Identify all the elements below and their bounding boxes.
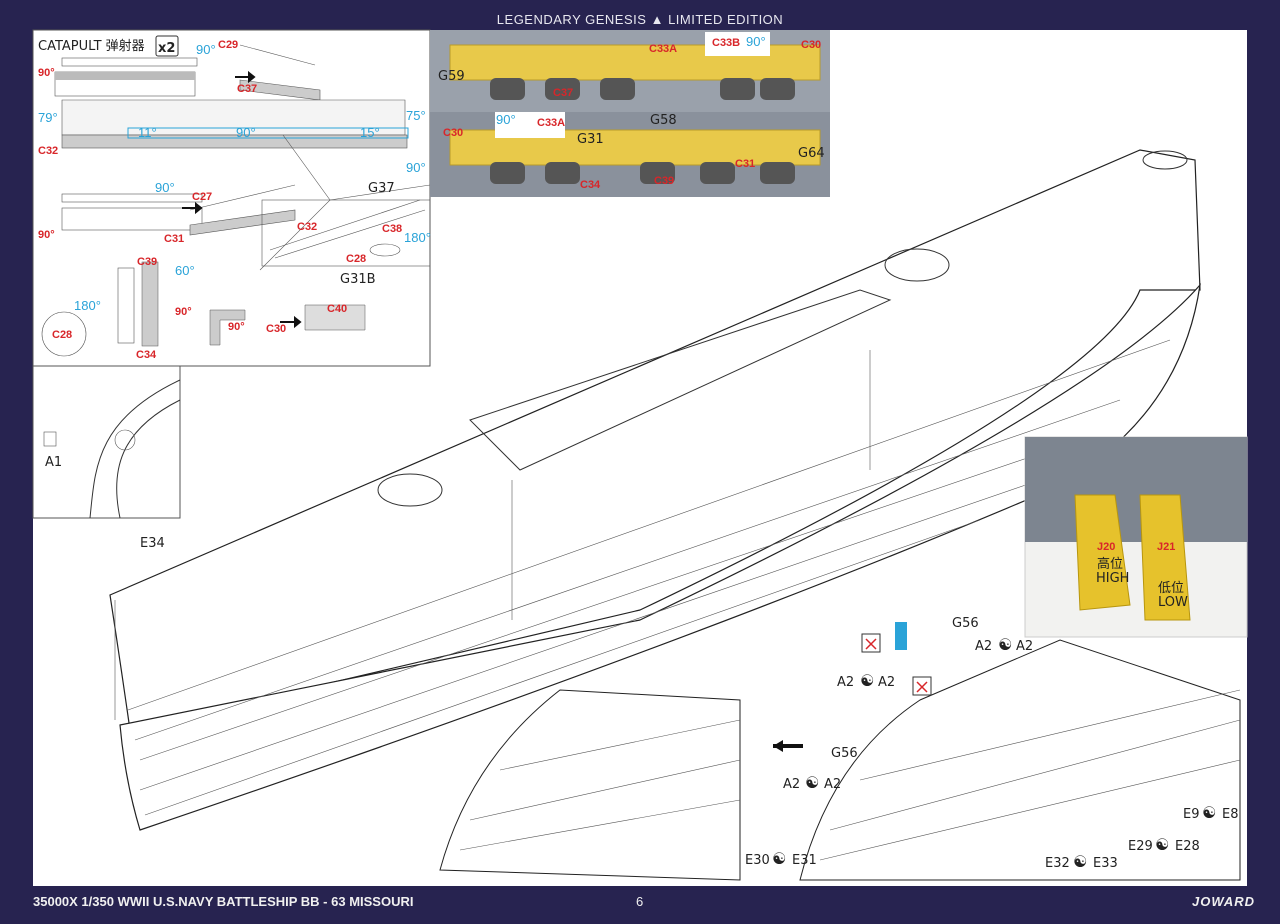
part-label: C27 (192, 191, 212, 203)
part-label: C29 (218, 39, 238, 51)
photo-label: G64 (798, 146, 825, 161)
header-edition: LIMITED EDITION (668, 12, 784, 27)
part-label: G56 (831, 746, 858, 761)
part-label: C30 (266, 323, 286, 335)
part-label: C28 (52, 329, 72, 341)
part-label: E31 (792, 853, 817, 868)
photo-angle: 90° (496, 112, 516, 127)
angle-label: 11° (138, 125, 157, 140)
yin-yang-icon: ☯ (1073, 852, 1087, 871)
catapult-photo: G59 C37 C33A C33B 90° C30 C30 90° C33A G… (430, 30, 830, 197)
part-label: A2 (1016, 639, 1033, 654)
product-name: 35000X 1/350 WWII U.S.NAVY BATTLESHIP BB… (33, 894, 414, 909)
part-label: A2 (837, 675, 854, 690)
part-label: A2 (975, 639, 992, 654)
photo-angle: 90° (746, 34, 766, 49)
photo-label: C30 (443, 127, 463, 139)
angle-label: 90° (38, 229, 55, 241)
part-label: E34 (140, 536, 165, 551)
stern-left (439, 689, 741, 881)
part-label: G31B (340, 272, 376, 287)
yin-yang-icon: ☯ (860, 671, 874, 690)
part-label: C38 (382, 223, 402, 235)
angle-label: 90° (38, 67, 55, 79)
angle-label: 90° (155, 180, 175, 195)
part-label: E28 (1175, 839, 1200, 854)
angle-label: 90° (406, 160, 426, 175)
photo-label: G31 (577, 132, 604, 147)
angle-label: 180° (74, 298, 101, 313)
part-label: J21 (1157, 541, 1175, 553)
angle-label: 90° (236, 125, 256, 140)
part-label: E30 (745, 853, 770, 868)
part-label: C32 (297, 221, 317, 233)
part-label: A2 (824, 777, 841, 792)
yin-yang-icon: ☯ (1202, 803, 1216, 822)
part-label: C39 (137, 256, 157, 268)
bow-detail-box: A1 (32, 365, 181, 519)
angle-label: 90° (228, 321, 245, 333)
triangle-icon: ▲ (650, 12, 664, 27)
part-label: A2 (783, 777, 800, 792)
photo-label: G59 (438, 69, 465, 84)
part-label: C31 (164, 233, 184, 245)
photo-label: C33A (537, 117, 565, 129)
part-label: E9 (1183, 807, 1200, 822)
catapult-box: CATAPULT 弹射器 x2 C29 C37 C32 (32, 29, 431, 367)
angle-label: 60° (175, 263, 195, 278)
angle-label: 15° (360, 125, 380, 140)
inset-label: 高位 (1097, 556, 1123, 572)
photo-label: C33B (712, 37, 740, 49)
page-header: LEGENDARY GENESIS ▲ LIMITED EDITION (0, 12, 1280, 27)
angle-label: 90° (175, 306, 192, 318)
photo-label: C31 (735, 158, 755, 170)
inset-label: HIGH (1096, 571, 1129, 586)
part-label: G37 (368, 181, 395, 196)
part-label: C28 (346, 253, 366, 265)
part-label: C32 (38, 145, 58, 157)
part-label: G56 (952, 616, 979, 631)
angle-label: 180° (404, 230, 431, 245)
part-label: J20 (1097, 541, 1115, 553)
stern-right (799, 622, 1241, 881)
photo-label: C37 (553, 87, 573, 99)
part-label: E32 (1045, 856, 1070, 871)
brand-logo: JOWARD (1192, 894, 1256, 909)
hull-drawing: E34 (109, 149, 1201, 831)
part-label: A2 (878, 675, 895, 690)
part-label: C34 (136, 349, 157, 361)
yin-yang-icon: ☯ (772, 849, 786, 868)
part-label: E8 (1222, 807, 1239, 822)
photo-label: C33A (649, 43, 677, 55)
inset-label: LOW (1158, 595, 1188, 610)
fin-photo-inset: J20 高位 HIGH J21 低位 LOW (1024, 436, 1248, 638)
angle-label: 79° (38, 110, 58, 125)
angle-label: 75° (406, 108, 426, 123)
part-label: A1 (45, 455, 62, 470)
yin-yang-icon: ☯ (998, 635, 1012, 654)
part-label: E33 (1093, 856, 1118, 871)
part-label: C37 (237, 83, 257, 95)
inset-label: 低位 (1158, 581, 1184, 596)
yin-yang-icon: ☯ (1155, 835, 1169, 854)
photo-label: C30 (801, 39, 821, 51)
photo-label: G58 (650, 113, 677, 128)
hull-labels: G56 G56 A2 A2 ☯ A2 A2 ☯ A2 A2 ☯ E9 ☯ E8 … (745, 616, 1239, 871)
part-label: C40 (327, 303, 347, 315)
photo-label: C34 (580, 179, 601, 191)
page-number: 6 (636, 894, 644, 909)
part-label: E29 (1128, 839, 1153, 854)
angle-label: 90° (196, 42, 216, 57)
catapult-multiplier: x2 (158, 41, 175, 56)
yin-yang-icon: ☯ (805, 773, 819, 792)
photo-label: C39 (654, 175, 674, 187)
header-title: LEGENDARY GENESIS (496, 12, 647, 27)
catapult-title: CATAPULT 弹射器 (38, 38, 145, 54)
